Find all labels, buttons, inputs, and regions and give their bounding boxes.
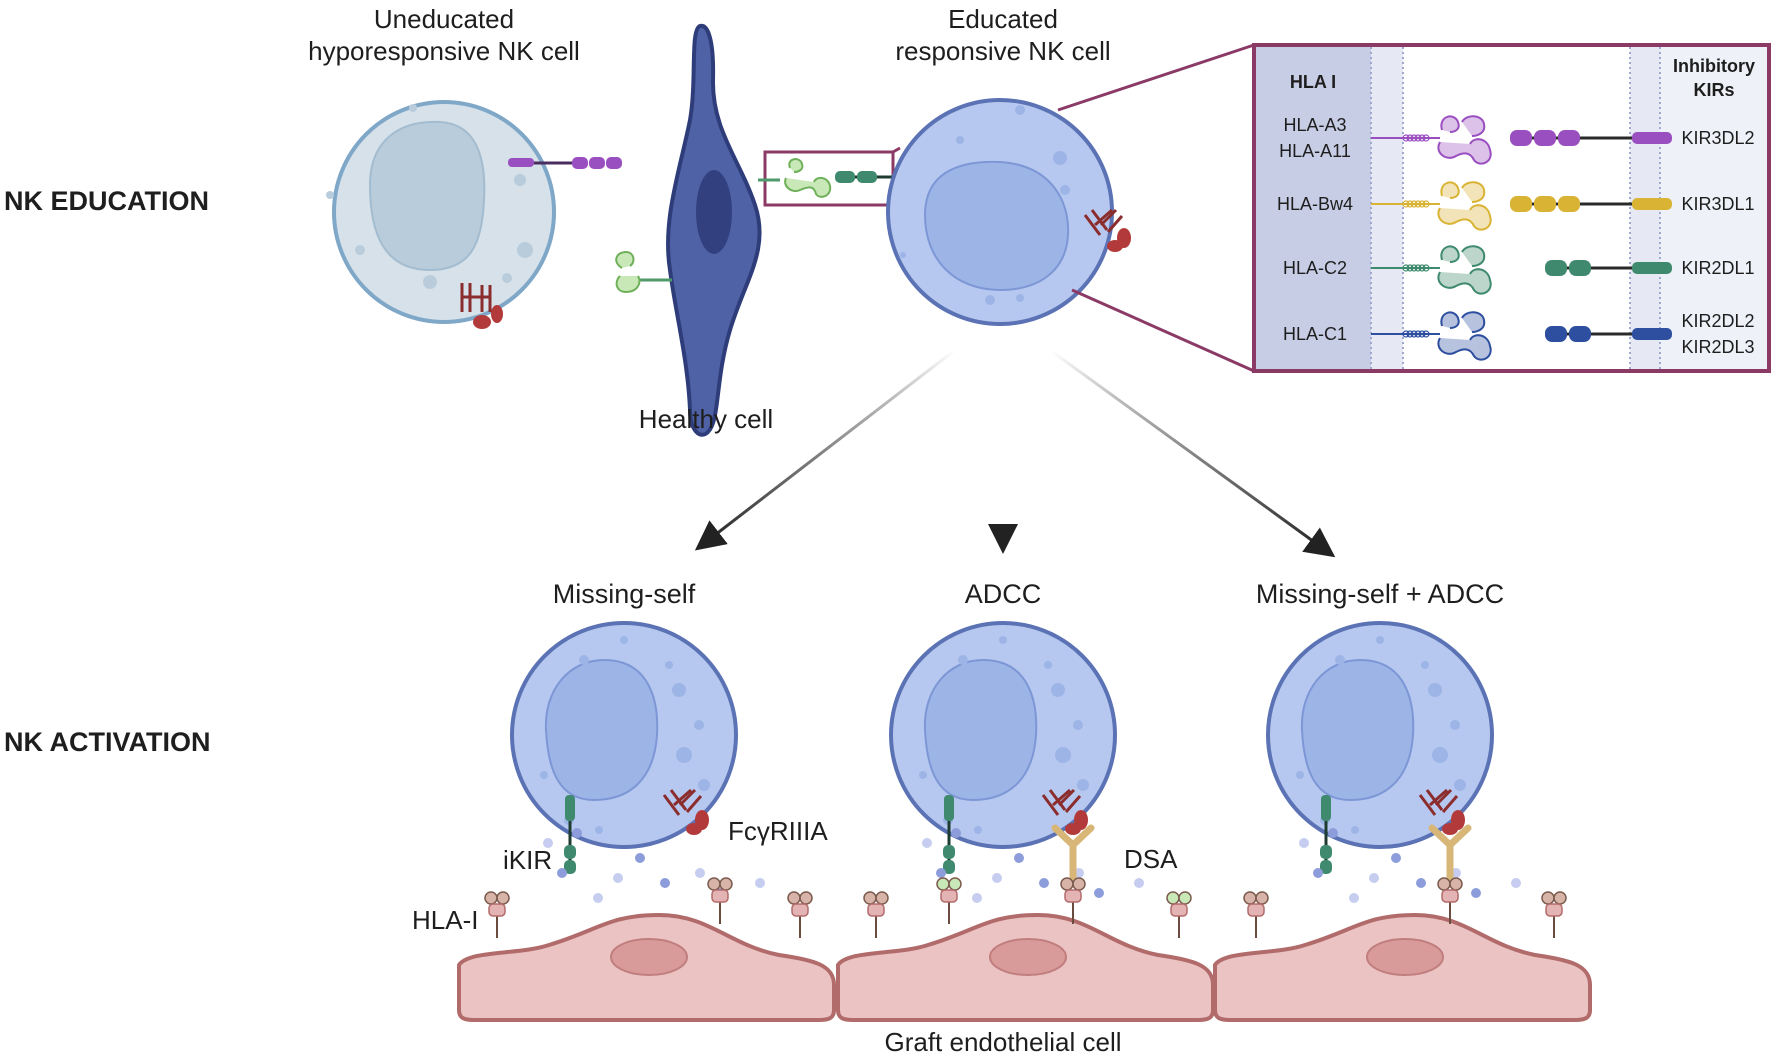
arrows bbox=[694, 348, 1336, 558]
healthy-cell bbox=[615, 23, 762, 437]
adcc-label: ADCC bbox=[965, 579, 1042, 609]
educated-label-1: Educated bbox=[948, 4, 1058, 34]
inset-hla-header: HLA I bbox=[1290, 72, 1336, 92]
uneducated-label-1: Uneducated bbox=[374, 4, 514, 34]
activation-scenario bbox=[457, 621, 836, 1022]
educated-nk-cell bbox=[886, 98, 1131, 326]
inset-kir-header-2: KIRs bbox=[1693, 80, 1734, 100]
hla-allele-label: HLA-Bw4 bbox=[1277, 194, 1353, 214]
inset-connector-bottom bbox=[1071, 288, 1255, 373]
kir-label: KIR2DL2 bbox=[1681, 311, 1754, 331]
hla-molecule bbox=[1541, 891, 1567, 938]
hla1-label: HLA-I bbox=[412, 905, 478, 935]
inset-connector-top bbox=[1057, 43, 1255, 112]
kir-label: KIR2DL3 bbox=[1681, 337, 1754, 357]
hla-allele-label: HLA-C1 bbox=[1283, 324, 1347, 344]
hla-molecule bbox=[1060, 877, 1086, 924]
hla-molecule bbox=[1166, 891, 1192, 938]
section-education-label: NK EDUCATION bbox=[4, 186, 209, 216]
hla-molecule bbox=[1243, 891, 1269, 938]
section-activation-label: NK ACTIVATION bbox=[4, 727, 210, 757]
activation-scenario bbox=[1213, 621, 1592, 1022]
inset-row: HLA-Bw4 KIR3DL1 bbox=[1277, 181, 1755, 231]
hla-molecule bbox=[787, 891, 813, 938]
kir-label: KIR3DL2 bbox=[1681, 128, 1754, 148]
healthy-cell-label: Healthy cell bbox=[639, 404, 773, 434]
hla-molecule bbox=[484, 891, 510, 938]
ikir-label: iKIR bbox=[503, 845, 552, 875]
activation-scenarios bbox=[457, 621, 1592, 1022]
kir-label: KIR3DL1 bbox=[1681, 194, 1754, 214]
missing-self-label: Missing-self bbox=[553, 579, 696, 609]
educated-label-2: responsive NK cell bbox=[895, 36, 1110, 66]
dsa-label: DSA bbox=[1124, 844, 1178, 874]
hla-molecule bbox=[707, 877, 733, 924]
inset-kir-header-1: Inhibitory bbox=[1673, 56, 1755, 76]
fcgr-label: FcγRIIIA bbox=[728, 816, 828, 846]
both-label: Missing-self + ADCC bbox=[1256, 579, 1504, 609]
zoom-box bbox=[758, 150, 932, 207]
inset-row: HLA-C2 KIR2DL1 bbox=[1283, 245, 1755, 295]
uneducated-label-2: hyporesponsive NK cell bbox=[308, 36, 580, 66]
graft-label: Graft endothelial cell bbox=[884, 1027, 1121, 1055]
hla-allele-label: HLA-C2 bbox=[1283, 258, 1347, 278]
hla-molecule bbox=[936, 877, 962, 924]
hla-molecule bbox=[863, 891, 889, 938]
hla-allele-label: HLA-A11 bbox=[1279, 141, 1351, 161]
kir-label: KIR2DL1 bbox=[1681, 258, 1754, 278]
uneducated-nk-cell bbox=[326, 100, 622, 329]
activation-scenario bbox=[836, 621, 1215, 1022]
hla-molecule bbox=[1437, 877, 1463, 924]
hla-allele-label: HLA-A3 bbox=[1283, 115, 1346, 135]
